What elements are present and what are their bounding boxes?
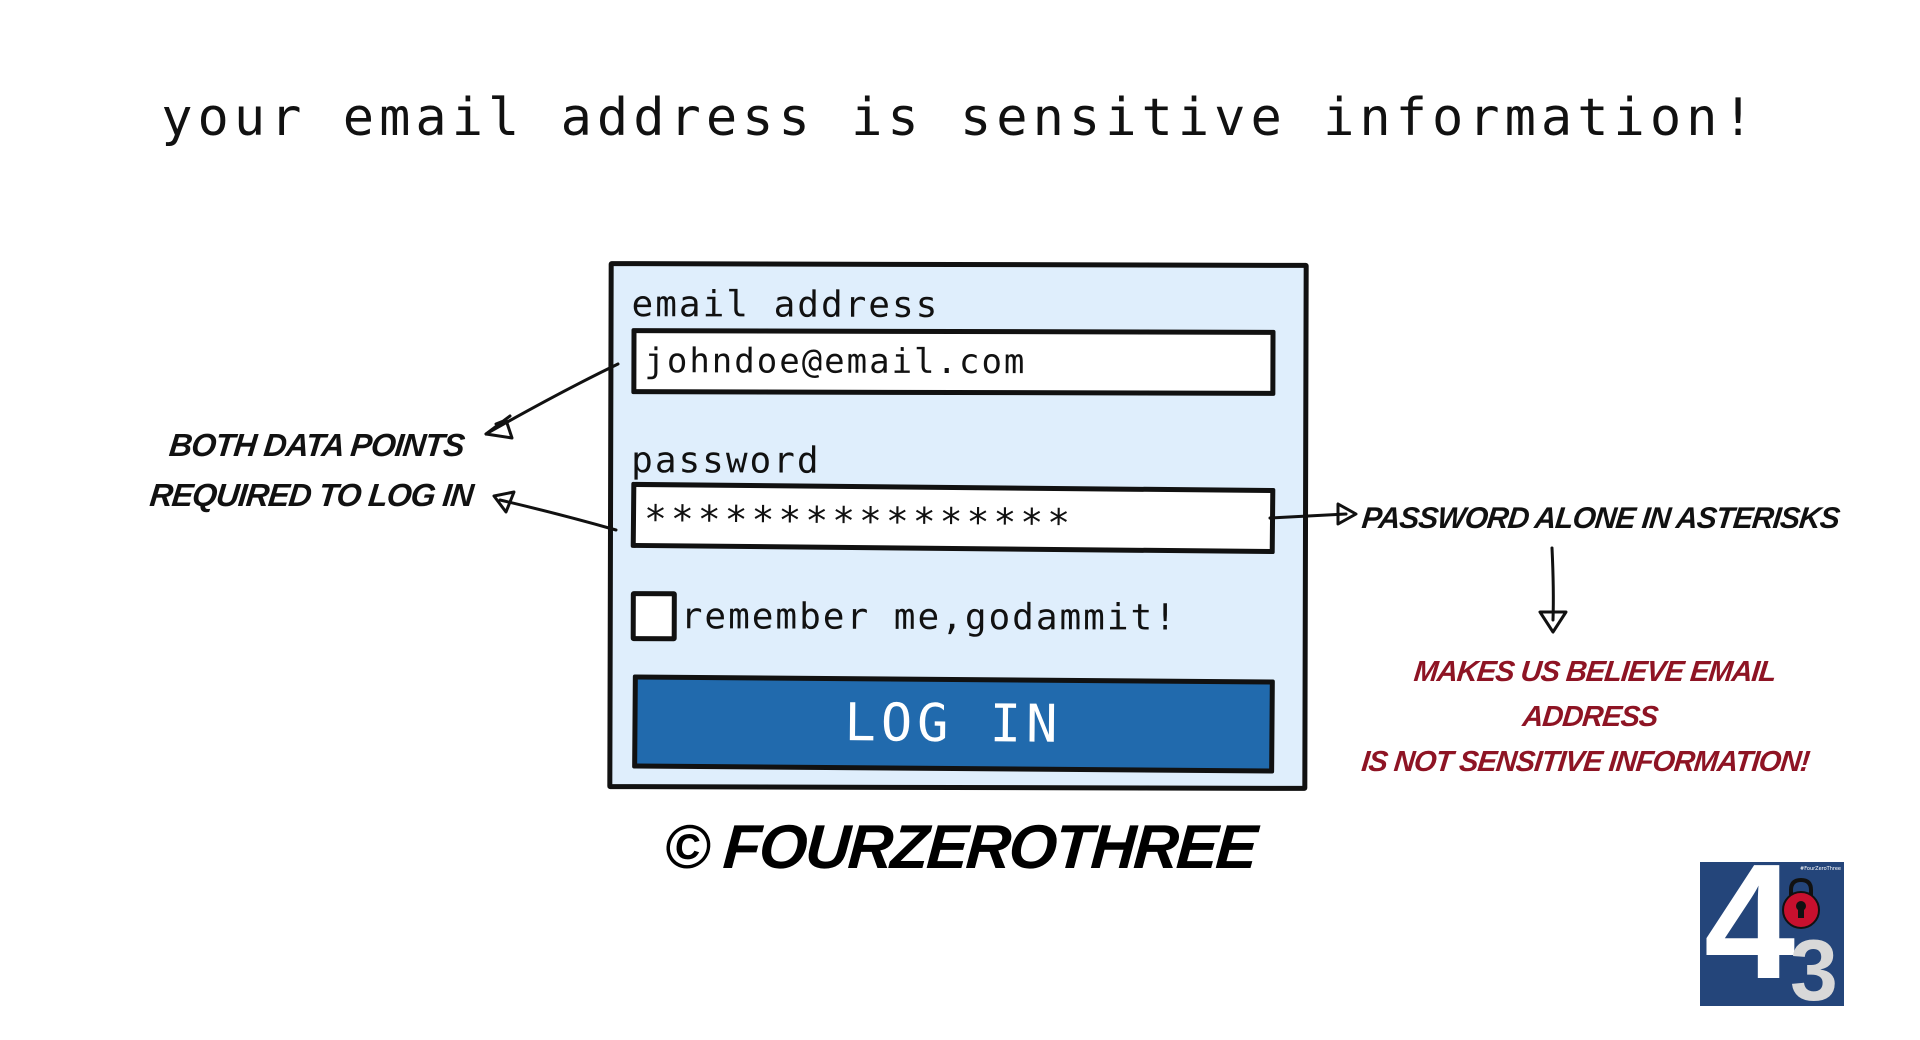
email-label: email address: [631, 284, 940, 326]
arrow-email-to-note: [484, 362, 620, 436]
arrow-password-to-note: [498, 498, 618, 532]
conclusion-line-2: IS NOT SENSITIVE INFORMATION!: [1359, 746, 1811, 778]
headline: your email address is sensitive informat…: [161, 88, 1759, 148]
conclusion-annotation: MAKES US BELIEVE EMAIL ADDRESS IS NOT SE…: [1333, 650, 1847, 785]
email-field[interactable]: johndoe@email.com: [631, 328, 1276, 396]
arrow-down-to-conclusion: [1550, 546, 1555, 622]
fourzerothree-logo: 4 3 #FourZeroThree: [1700, 862, 1844, 1006]
left-annotation-line-1: BOTH DATA POINTS: [167, 427, 466, 463]
right-annotation: PASSWORD ALONE IN ASTERISKS: [1360, 502, 1841, 535]
arrowhead-right: [1336, 502, 1358, 526]
copyright: © FOURZEROTHREE: [662, 813, 1258, 882]
left-annotation: BOTH DATA POINTS REQUIRED TO LOG IN: [129, 420, 500, 520]
logo-digit-four: 4: [1704, 862, 1796, 1006]
logo-digit-three: 3: [1790, 923, 1838, 1006]
left-annotation-line-2: REQUIRED TO LOG IN: [148, 477, 475, 513]
arrowhead-down: [1538, 610, 1568, 634]
arrowhead-password: [492, 490, 516, 514]
remember-me-checkbox[interactable]: [630, 591, 677, 642]
remember-me-label: remember me,godammit!: [680, 595, 1178, 639]
logo-tag: #FourZeroThree: [1800, 866, 1841, 872]
remember-me-row[interactable]: remember me,godammit!: [630, 591, 1178, 642]
login-button[interactable]: LOG IN: [632, 674, 1275, 774]
password-field[interactable]: ****************: [630, 481, 1276, 555]
password-label: password: [631, 440, 821, 482]
login-form: email address johndoe@email.com password…: [607, 261, 1309, 791]
padlock-icon: [1782, 877, 1820, 929]
conclusion-line-1: MAKES US BELIEVE EMAIL ADDRESS: [1412, 656, 1778, 733]
